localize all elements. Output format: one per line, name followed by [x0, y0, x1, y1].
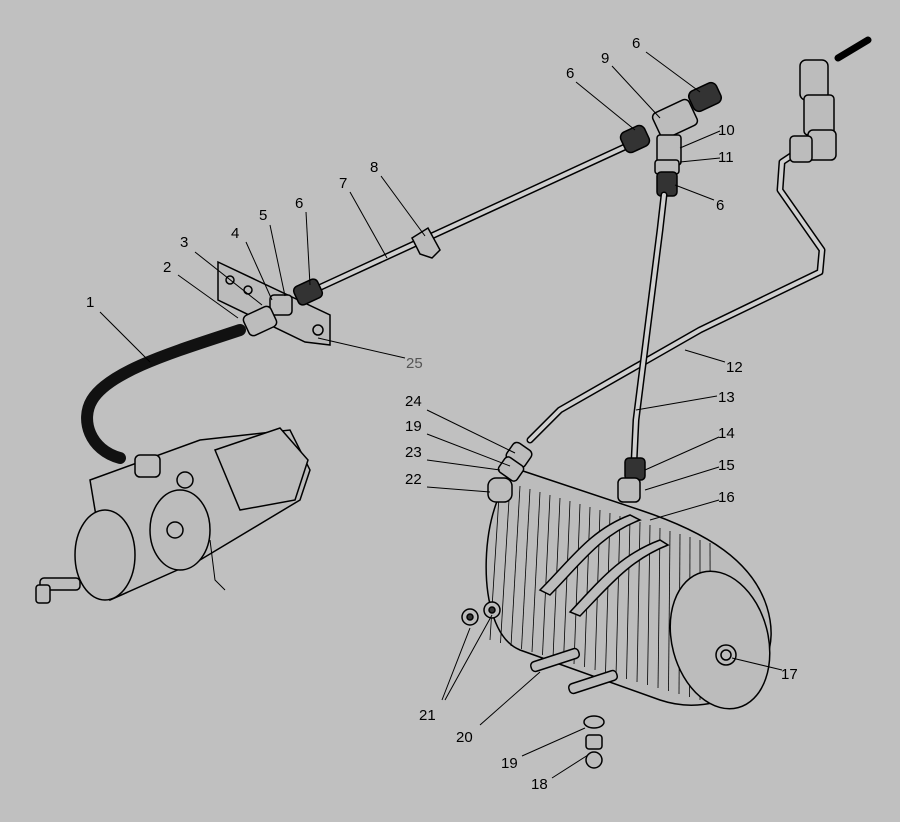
callout-25: 25: [406, 355, 423, 372]
tank-rib: [584, 506, 591, 668]
callout-labels: 1 2 3 4 5 6 7 8 9 6 6 10 11 6 12 13 14 1…: [86, 35, 798, 793]
hose-1: [81, 324, 246, 464]
callout-12: 12: [726, 359, 743, 376]
callout-17: 17: [781, 666, 798, 683]
tee-fitting-9: [619, 81, 723, 197]
callout-20: 20: [456, 729, 473, 746]
tank-rib: [510, 485, 521, 647]
callout-1: 1: [86, 294, 94, 311]
tank-rib: [615, 515, 621, 677]
tank-rib: [657, 527, 661, 689]
callout-4: 4: [231, 225, 239, 242]
callout-14: 14: [718, 425, 735, 442]
callout-18: 18: [531, 776, 548, 793]
loose-parts: [461, 601, 605, 769]
callout-21: 21: [419, 707, 436, 724]
callout-19: 19: [405, 418, 422, 435]
tank-rib: [626, 518, 631, 680]
top-right-fitting: [789, 59, 837, 163]
brake-chamber: [35, 427, 311, 604]
callout-24: 24: [405, 393, 422, 410]
callout-13: 13: [718, 389, 735, 406]
tank-rib: [563, 500, 571, 662]
callout-2: 2: [163, 259, 171, 276]
tank-rib: [668, 530, 671, 692]
callout-6: 6: [566, 65, 574, 82]
tank-rib: [605, 512, 611, 674]
callout-19: 19: [501, 755, 518, 772]
callout-8: 8: [370, 159, 378, 176]
callout-15: 15: [718, 457, 735, 474]
callout-23: 23: [405, 444, 422, 461]
tank-rib: [531, 491, 541, 653]
callout-9: 9: [601, 50, 609, 67]
callout-6: 6: [295, 195, 303, 212]
air-tank: [485, 469, 772, 710]
callout-5: 5: [259, 207, 267, 224]
pipe-7: [306, 136, 644, 296]
pipe-12: [526, 36, 872, 444]
callout-10: 10: [718, 122, 735, 139]
tank-rib: [500, 482, 511, 644]
tank-rib: [542, 494, 551, 656]
tank-rib: [573, 503, 581, 665]
tank-rib: [521, 488, 531, 650]
clamp-8: [411, 226, 441, 259]
left-fittings: [242, 278, 324, 337]
callout-22: 22: [405, 471, 422, 488]
callout-11: 11: [718, 149, 734, 166]
callout-16: 16: [718, 489, 735, 506]
callout-6: 6: [632, 35, 640, 52]
callout-7: 7: [339, 175, 347, 192]
callout-3: 3: [180, 234, 188, 251]
tank-fittings: [487, 441, 646, 503]
pipe-13: [630, 191, 668, 466]
callout-6: 6: [716, 197, 724, 214]
leader-lines: [99, 51, 783, 779]
